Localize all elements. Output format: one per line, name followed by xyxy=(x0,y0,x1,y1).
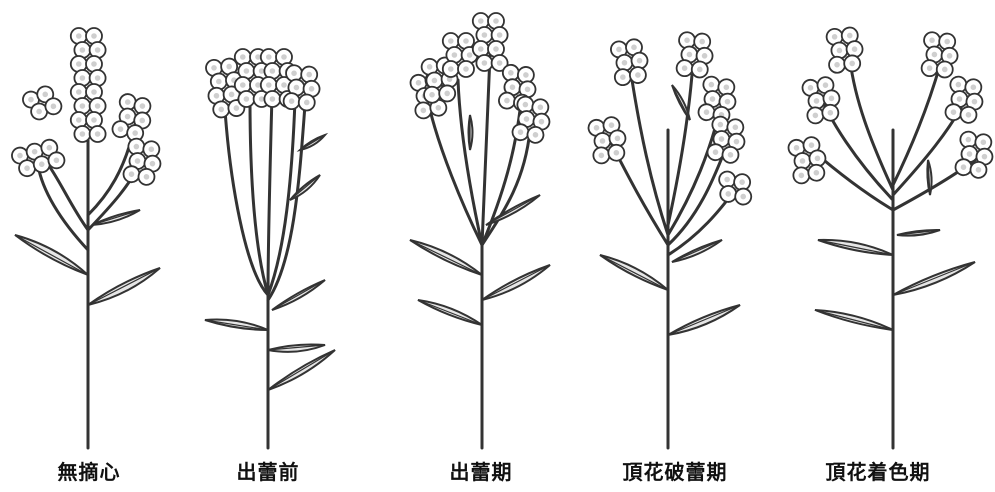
branch xyxy=(38,165,88,250)
flower-bud-center xyxy=(482,60,488,66)
flower-bud-center xyxy=(493,18,499,24)
flower-bud-center xyxy=(91,61,97,67)
flower-bud-center xyxy=(76,61,82,67)
flower-bud-center xyxy=(76,117,82,123)
flower-bud-cluster xyxy=(122,137,164,186)
flower-bud-center xyxy=(270,96,276,102)
branch xyxy=(632,80,668,235)
leaf-vein xyxy=(268,350,335,390)
flower-bud-cluster xyxy=(787,135,829,184)
flower-bud-center xyxy=(467,52,473,58)
flower-bud-center xyxy=(91,33,97,39)
caption-terminal-bud-break: 頂花破蕾期 xyxy=(600,456,750,485)
flower-bud-cluster xyxy=(587,115,629,164)
branch xyxy=(482,55,490,245)
plant-no-pinch xyxy=(10,28,164,448)
leaf-vein xyxy=(88,268,160,305)
flower-bud-center xyxy=(281,82,287,88)
branch xyxy=(45,160,88,230)
flower-bud-center xyxy=(91,117,97,123)
flower-bud-cluster xyxy=(801,75,843,124)
leaf-vein xyxy=(290,175,320,200)
flower-bud-cluster xyxy=(826,27,865,74)
leaf-vein xyxy=(668,305,740,335)
flower-bud-cluster xyxy=(715,170,754,206)
flower-bud-center xyxy=(497,32,503,38)
flower-bud-cluster xyxy=(954,130,995,179)
flower-bud-center xyxy=(240,54,246,60)
leaf-vein xyxy=(482,265,550,300)
leaf-vein xyxy=(672,85,690,120)
flower-bud-center xyxy=(448,66,454,72)
plant-terminal-bud-break xyxy=(587,32,755,448)
flower-bud-center xyxy=(266,82,272,88)
flower-bud-center xyxy=(76,33,82,39)
flower-bud-cluster xyxy=(610,38,651,86)
branch xyxy=(850,60,893,190)
flower-bud-center xyxy=(76,89,82,95)
flower-bud-cluster xyxy=(443,33,478,77)
caption-budding: 出蕾期 xyxy=(406,456,556,485)
flower-bud-cluster xyxy=(921,32,960,79)
flower-bud-center xyxy=(452,52,458,58)
flower-bud-center xyxy=(281,54,287,60)
flower-bud-center xyxy=(80,75,86,81)
flower-bud-cluster xyxy=(283,65,322,112)
leaf-vein xyxy=(272,280,325,310)
flower-bud-cluster xyxy=(473,13,508,71)
flower-bud-center xyxy=(80,131,86,137)
flower-bud-center xyxy=(448,38,454,44)
flower-bud-center xyxy=(240,82,246,88)
leaf-vein xyxy=(418,300,482,325)
leaf-vein xyxy=(410,240,482,275)
flower-bud-center xyxy=(493,46,499,52)
branch xyxy=(430,110,482,245)
flower-bud-center xyxy=(270,68,276,74)
flower-bud-center xyxy=(478,46,484,52)
flower-bud-center xyxy=(95,47,101,53)
leaf-vein xyxy=(672,240,722,262)
caption-terminal-coloring: 頂花着色期 xyxy=(803,456,953,485)
leaf-vein xyxy=(815,310,893,330)
branch xyxy=(668,150,725,245)
leaf-vein xyxy=(600,255,668,290)
plant-terminal-coloring xyxy=(787,27,995,448)
flower-bud-cluster xyxy=(21,83,64,123)
flower-bud-cluster xyxy=(71,28,106,142)
leaf-vein xyxy=(893,262,975,295)
flower-bud-center xyxy=(244,68,250,74)
caption-no-pinch: 無摘心 xyxy=(14,456,164,485)
caption-before-budding: 出蕾前 xyxy=(193,456,343,485)
flower-bud-center xyxy=(244,96,250,102)
flower-bud-center xyxy=(95,75,101,81)
flower-bud-center xyxy=(463,38,469,44)
flower-bud-center xyxy=(266,54,272,60)
flower-bud-center xyxy=(463,66,469,72)
branch xyxy=(268,95,272,295)
flower-bud-center xyxy=(95,131,101,137)
flower-bud-cluster xyxy=(944,75,986,124)
flower-bud-center xyxy=(91,89,97,95)
leaf-vein xyxy=(15,235,88,275)
flower-bud-cluster xyxy=(676,32,715,79)
flower-bud-center xyxy=(482,32,488,38)
plant-before-budding xyxy=(205,49,335,448)
flower-bud-cluster xyxy=(111,92,156,144)
flower-bud-center xyxy=(95,103,101,109)
flower-bud-center xyxy=(80,103,86,109)
flower-bud-center xyxy=(497,60,503,66)
flower-bud-center xyxy=(80,47,86,53)
plant-budding xyxy=(409,13,553,448)
flower-bud-center xyxy=(478,18,484,24)
